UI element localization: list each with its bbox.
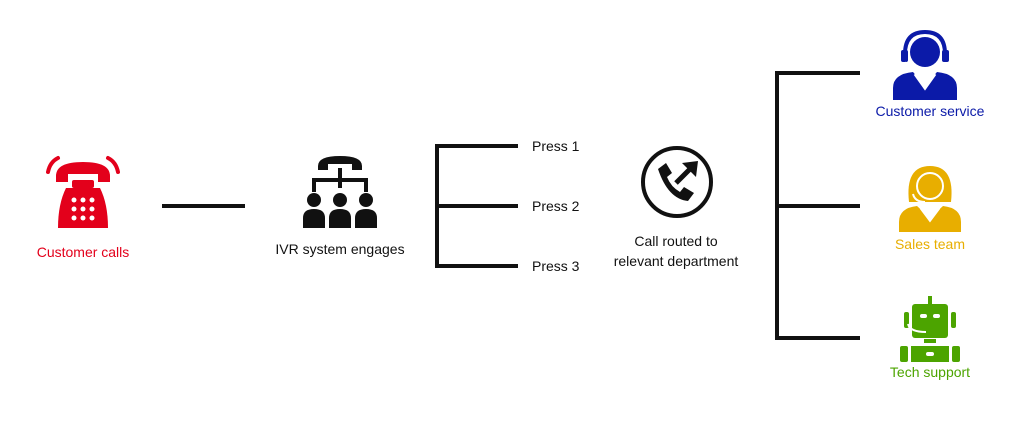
department-label-tech-support: Tech support — [889, 364, 971, 380]
router-label: Call routed to relevant department — [606, 231, 746, 271]
robot-icon — [900, 296, 960, 362]
option-press-2: Press 2 — [532, 198, 580, 214]
department-line-1 — [775, 71, 860, 75]
ivr-label: IVR system engages — [275, 241, 405, 257]
department-label-sales-team: Sales team — [894, 236, 966, 252]
female-agent-headset-icon — [899, 166, 961, 232]
ivr-hierarchy-icon — [303, 156, 377, 228]
router-label-line-1: Call routed to — [634, 233, 718, 249]
male-agent-headset-icon — [893, 30, 957, 100]
department-line-2 — [775, 204, 860, 208]
option-press-3: Press 3 — [532, 258, 580, 274]
customer-calls-label: Customer calls — [36, 244, 130, 260]
connector-line — [162, 204, 245, 208]
ringing-phone-icon — [46, 156, 120, 228]
phone-forward-icon — [641, 146, 713, 218]
department-line-3 — [775, 336, 860, 340]
department-label-customer-service: Customer service — [875, 103, 985, 119]
option-press-1: Press 1 — [532, 138, 580, 154]
branch-line-1 — [435, 144, 518, 148]
branch-line-2 — [435, 204, 518, 208]
branch-line-3 — [435, 264, 518, 268]
router-label-line-2: relevant department — [613, 253, 739, 269]
